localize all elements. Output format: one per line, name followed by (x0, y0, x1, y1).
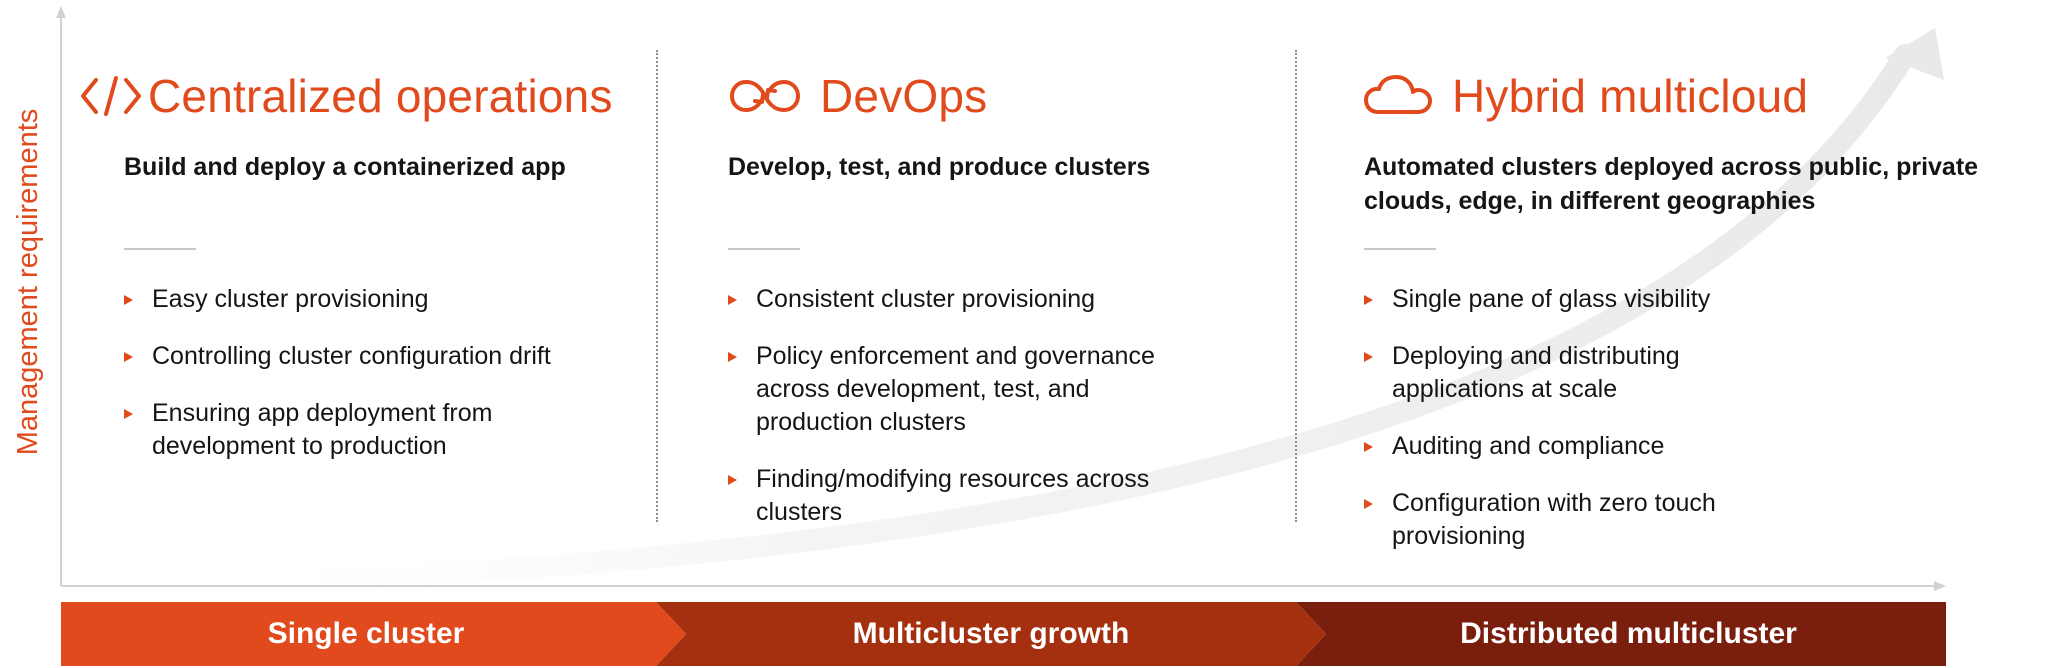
list-item-text: Easy cluster provisioning (152, 285, 429, 313)
bullet-triangle-icon (1364, 499, 1373, 509)
stage-band-distributed-multicluster (1296, 602, 1946, 666)
list-item-text: Auditing and compliance (1392, 432, 1665, 460)
cloud-icon (1364, 75, 1432, 114)
stage-label-distributed-multicluster: Distributed multicluster (1460, 617, 1797, 650)
bullet-list: Consistent cluster provisioning Policy e… (728, 283, 1208, 553)
y-axis-label: Management requirements (12, 108, 44, 456)
list-item-text: Consistent cluster provisioning (756, 285, 1096, 313)
list-item-text: Policy enforcement and governance across… (756, 342, 1155, 436)
stage-bands-graphic (61, 602, 1946, 666)
bullet-triangle-icon (728, 475, 737, 485)
separator-rule (728, 248, 800, 250)
list-item: Ensuring app deployment from development… (124, 397, 572, 463)
stage-band-multicluster-growth (656, 602, 1326, 666)
bullet-list: Single pane of glass visibility Deployin… (1364, 283, 1784, 577)
column-subtitle: Automated clusters deployed across publi… (1364, 153, 1979, 215)
column-divider-2 (1295, 50, 1297, 522)
column-title: Centralized operations (148, 70, 613, 122)
x-axis-arrowhead (1934, 581, 1946, 591)
bullet-triangle-icon (124, 352, 133, 362)
list-item: Finding/modifying resources across clust… (728, 463, 1156, 529)
list-item-text: Controlling cluster configuration drift (152, 342, 551, 370)
list-item-text: Finding/modifying resources across clust… (756, 465, 1150, 526)
list-item: Controlling cluster configuration drift (124, 340, 644, 373)
list-item: Easy cluster provisioning (124, 283, 644, 316)
column-title: DevOps (820, 70, 988, 122)
list-item: Configuration with zero touch provisioni… (1364, 487, 1802, 553)
separator-rule (1364, 248, 1436, 250)
stage-band-single-cluster (61, 602, 686, 666)
bullet-triangle-icon (728, 295, 737, 305)
column-title: Hybrid multicloud (1452, 70, 1809, 122)
column-divider-1 (656, 50, 658, 522)
bullet-triangle-icon (1364, 352, 1373, 362)
growth-arrow-head (1885, 28, 1944, 80)
infinity-loop-icon (729, 79, 801, 113)
stage-label-single-cluster: Single cluster (267, 617, 465, 650)
growth-arrow (189, 44, 1916, 596)
bullet-triangle-icon (1364, 295, 1373, 305)
list-item-text: Single pane of glass visibility (1392, 285, 1711, 313)
list-item: Policy enforcement and governance across… (728, 340, 1208, 439)
list-item: Auditing and compliance (1364, 430, 1784, 463)
column-subtitle: Build and deploy a containerized app (124, 153, 566, 181)
list-item-text: Deploying and distributing applications … (1392, 342, 1680, 403)
bullet-triangle-icon (1364, 442, 1373, 452)
stage-label-multicluster-growth: Multicluster growth (852, 617, 1130, 650)
column-header: Hybrid multicloud (1364, 68, 1808, 124)
bullet-list: Easy cluster provisioning Controlling cl… (124, 283, 644, 487)
stage-bands: Single cluster Multicluster growth Distr… (61, 602, 1946, 666)
list-item: Consistent cluster provisioning (728, 283, 1208, 316)
bullet-triangle-icon (124, 295, 133, 305)
column-header: Centralized operations (80, 68, 613, 124)
list-item: Deploying and distributing applications … (1364, 340, 1752, 406)
list-item-text: Configuration with zero touch provisioni… (1392, 489, 1716, 550)
bullet-triangle-icon (728, 352, 737, 362)
list-item: Single pane of glass visibility (1364, 283, 1784, 316)
code-brackets-icon (81, 76, 141, 116)
separator-rule (124, 248, 196, 250)
y-axis-arrowhead (56, 6, 66, 18)
column-header: DevOps (728, 68, 987, 124)
column-subtitle: Develop, test, and produce clusters (728, 153, 1151, 181)
list-item-text: Ensuring app deployment from development… (152, 399, 493, 460)
bullet-triangle-icon (124, 409, 133, 419)
